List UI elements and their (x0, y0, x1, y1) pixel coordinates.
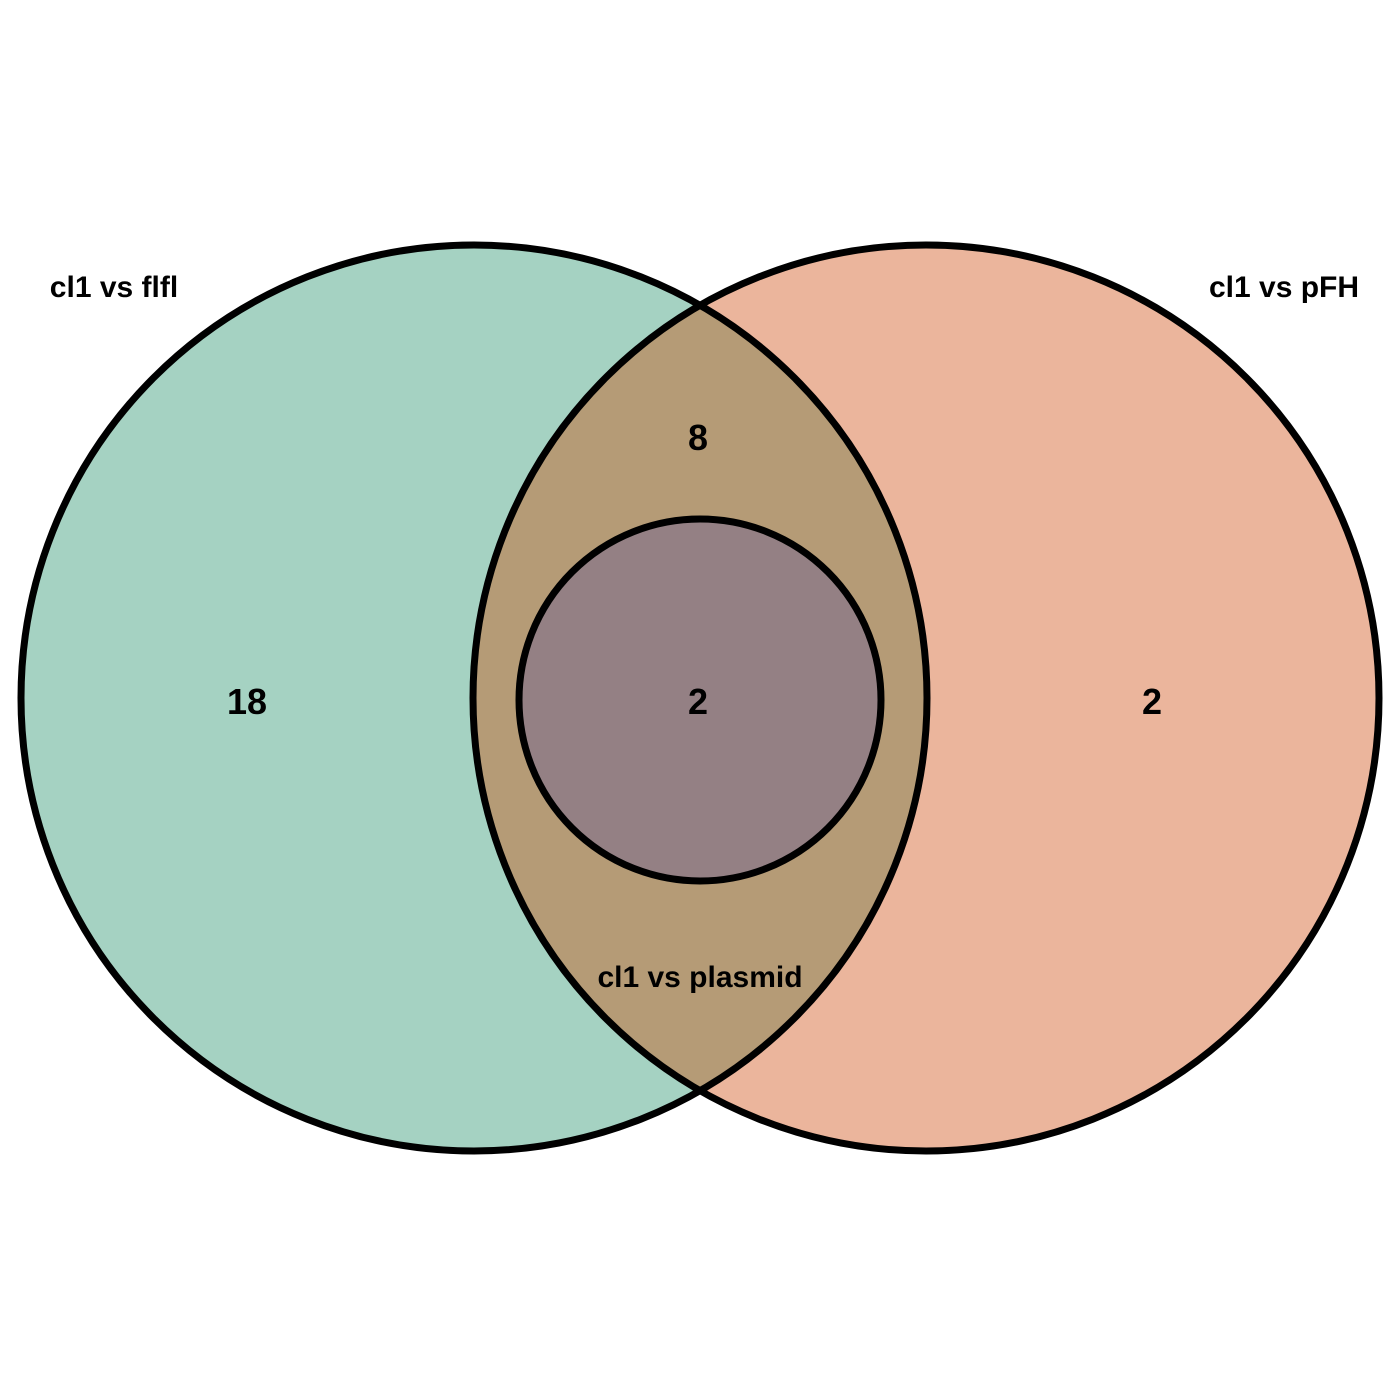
count-all-three: 2 (688, 681, 708, 722)
set-pfh-outline (469, 241, 1383, 1155)
set-label-flfl: cl1 vs flfl (50, 271, 178, 304)
set-label-pfh: cl1 vs pFH (1209, 271, 1359, 304)
set-plasmid-outline (515, 515, 885, 885)
set-plasmid-circle (519, 519, 881, 881)
set-label-plasmid: cl1 vs plasmid (597, 961, 802, 994)
count-flfl-only: 18 (227, 681, 267, 722)
count-flfl-pfh: 8 (688, 417, 708, 458)
count-pfh-only: 2 (1142, 681, 1162, 722)
set-flfl-outline (17, 241, 931, 1155)
